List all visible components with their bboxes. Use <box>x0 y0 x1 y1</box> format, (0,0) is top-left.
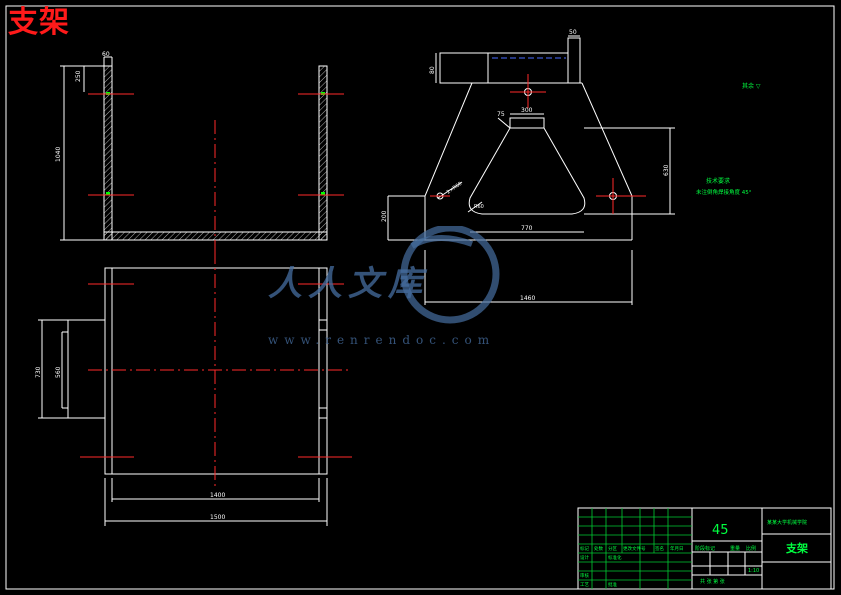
overlay-title: 支架 <box>8 5 70 40</box>
title-block <box>577 507 832 590</box>
top-block <box>439 52 489 84</box>
dim-overall-height: 1040 <box>55 147 62 162</box>
stage-mark-label: 阶段标记 <box>695 545 715 552</box>
side-view-centerlines <box>430 74 646 214</box>
dim-fillet-a: 2×R60 <box>446 181 464 196</box>
inner-cutout <box>468 127 586 215</box>
title-block-grid <box>578 508 692 589</box>
dim-right-height: 630 <box>663 164 670 176</box>
dim-inner-width: 1400 <box>210 492 225 499</box>
dim-base-width: 770 <box>521 225 533 232</box>
ratio-label: 比例 <box>746 545 756 552</box>
header-cell: 标记 <box>580 545 589 552</box>
watermark-brand: 人人文库 <box>268 264 428 304</box>
dim-fillet-b: R60 <box>474 204 484 210</box>
part-name: 支架 <box>785 541 808 555</box>
dim-outer-width: 1500 <box>210 514 225 521</box>
header-cell: 签名 <box>655 545 664 552</box>
dim-top-wall-width: 60 <box>102 51 110 58</box>
role-cell: 设计 <box>580 554 589 561</box>
dim-top-plate: 300 <box>521 107 533 114</box>
sheet-count-label: 共 张 第 张 <box>700 578 725 585</box>
dim-overall-width: 1460 <box>520 295 535 302</box>
scale-value: 1:10 <box>748 568 759 574</box>
top-flange <box>567 37 581 84</box>
dim-top-bar: 50 <box>569 29 577 36</box>
top-view-centerlines <box>80 250 352 490</box>
top-plate <box>509 117 545 129</box>
sheet-frame <box>5 5 835 590</box>
title-block-headers: 标记 处数 分区 更改文件号 签名 年月日 <box>580 545 684 552</box>
school-name: 某某大学机械学院 <box>767 519 807 526</box>
header-cell: 年月日 <box>670 545 684 552</box>
side-view <box>387 35 675 305</box>
header-cell: 更改文件号 <box>623 545 646 552</box>
dim-outer-left: 730 <box>35 366 42 378</box>
dim-top-block: 80 <box>429 66 436 74</box>
dim-angle: 75 <box>497 111 505 118</box>
right-leg <box>581 82 633 240</box>
side-tab <box>67 319 106 419</box>
surface-roughness-note: 其余 ▽ <box>742 82 761 90</box>
front-view <box>60 56 328 241</box>
tech-requirements-text: 未注倒角焊接角度 45° <box>696 188 752 196</box>
front-view-centerlines <box>88 93 344 262</box>
role-cell: 审核 <box>580 572 589 579</box>
weight-label: 重量 <box>730 545 740 552</box>
material-label: 45 <box>712 523 729 538</box>
watermark-url: www.renrendoc.com <box>268 333 496 347</box>
role-cell: 批准 <box>608 581 617 588</box>
tech-requirements-title: 技术要求 <box>706 177 730 185</box>
header-cell: 处数 <box>594 545 603 552</box>
role-cell: 工艺 <box>580 582 589 588</box>
title-block-roles: 设计 标准化 审核 工艺 批准 <box>580 554 622 588</box>
dim-left-height: 200 <box>381 210 388 222</box>
left-leg <box>424 82 473 240</box>
header-cell: 分区 <box>608 545 617 552</box>
top-view <box>38 267 328 526</box>
dim-inner-left: 560 <box>55 366 62 378</box>
role-cell: 标准化 <box>608 554 622 561</box>
dim-inner-top: 250 <box>75 70 82 82</box>
